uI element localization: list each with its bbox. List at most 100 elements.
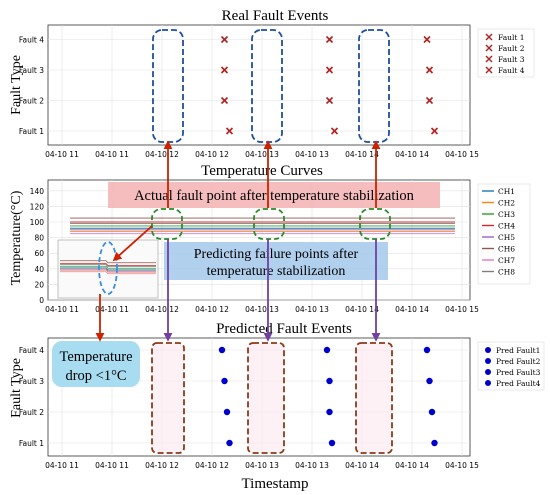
- real-legend-marker: [485, 66, 493, 74]
- temp-x-tick-label: 04-10 11: [95, 305, 129, 314]
- temp-y-tick-label: 20: [34, 280, 44, 289]
- real-x-tick-label: 04-10 14: [345, 150, 379, 159]
- predict-box: [164, 242, 388, 280]
- pred-highlight-boxes: [151, 342, 393, 454]
- temp-x-tick-label: 04-10 14: [395, 305, 429, 314]
- pred-x-tick-label: 04-10 14: [345, 461, 379, 470]
- inset-series-line: [60, 260, 156, 264]
- pred-dashed-box: [355, 342, 393, 454]
- temp-legend-label: CH6: [498, 245, 515, 254]
- green-box-3: [359, 208, 391, 240]
- pred-y-tick-label: Fault 1: [19, 439, 44, 448]
- real-x-marker-stroke: [220, 66, 229, 74]
- actual-fault-text: Actual fault point after temperature sta…: [134, 188, 415, 204]
- inset-zoom: [57, 239, 159, 299]
- real-x-marker: [220, 35, 229, 44]
- pred-dot-marker: [221, 377, 228, 385]
- temp-legend-label: CH2: [498, 199, 515, 208]
- real-x-marker-stroke: [423, 35, 431, 44]
- real-legend-entry: Fault 4: [485, 66, 525, 75]
- pred-legend-entry: Pred Fault3: [485, 368, 541, 377]
- real-x-tick-label: 04-10 12: [145, 150, 179, 159]
- pred-legend-label: Pred Fault4: [496, 379, 541, 388]
- real-x-tick-label: 04-10 13: [245, 150, 279, 159]
- temp-legend-label: CH8: [498, 268, 515, 277]
- pred-legend-marker: [485, 358, 491, 364]
- temp-legend-label: CH7: [498, 256, 515, 265]
- real-legend-entry: Fault 1: [485, 33, 525, 42]
- pred-dashed-box: [247, 342, 285, 454]
- pred-title: Predicted Fault Events: [216, 321, 352, 337]
- real-legend-label: Fault 1: [498, 33, 525, 42]
- pred-dot-marker: [218, 346, 226, 354]
- temp-legend-label: CH3: [498, 210, 515, 219]
- temp-x-tick-label: 04-10 11: [45, 305, 79, 314]
- real-legend: Fault 1 Fault 2 Fault 3 Fault 4: [477, 28, 535, 78]
- green-box-2: [253, 208, 285, 240]
- temp-x-tick-label: 04-10 13: [295, 305, 329, 314]
- temp-legend-entry: CH8: [482, 268, 515, 277]
- real-x-marker: [425, 66, 434, 74]
- temp-legend-entry: CH1: [482, 187, 515, 196]
- pred-legend-label: Pred Fault2: [496, 357, 541, 366]
- red-arrow-inset: [112, 225, 153, 262]
- temp-series-lines: [70, 217, 455, 235]
- predict-text-1: Predicting failure points after: [194, 247, 359, 262]
- real-x-marker-stroke: [325, 96, 334, 105]
- temp-x-tick-label: 04-10 14: [345, 305, 379, 314]
- temp-y-tick-label: 0: [39, 296, 44, 305]
- pred-y-tick-label: Fault 2: [19, 408, 44, 417]
- pred-y-tick-label: Fault 3: [19, 377, 44, 386]
- temp-ylabel: Temperature(°C): [9, 190, 24, 285]
- pred-x-tick-label: 04-10 13: [245, 461, 279, 470]
- real-legend-label: Fault 2: [498, 44, 525, 53]
- real-legend-marker: [485, 44, 493, 52]
- real-x-marker: [325, 96, 334, 105]
- temp-legend-label: CH5: [498, 233, 515, 242]
- pred-dot-marker: [223, 408, 231, 416]
- pred-dot-marker: [431, 439, 438, 447]
- inset-series-line: [60, 268, 156, 272]
- real-x-marker-stroke: [225, 127, 234, 135]
- temp-y-tick-label: 80: [34, 234, 44, 243]
- real-plot-area: [47, 24, 471, 146]
- pred-dot-marker: [326, 377, 333, 385]
- green-box-1: [151, 208, 183, 240]
- pred-x-tick-label: 04-10 14: [395, 461, 429, 470]
- real-legend-marker: [485, 55, 493, 63]
- real-x-marker: [425, 96, 434, 105]
- real-x-marker-stroke: [325, 66, 334, 74]
- pred-x-tick-label: 04-10 15: [445, 461, 479, 470]
- real-x-marker: [220, 66, 229, 74]
- real-dashed-box: [152, 29, 184, 143]
- inset-series-line: [60, 271, 156, 275]
- real-gridlines: [48, 25, 470, 145]
- real-dashed-box: [358, 29, 390, 143]
- inset-highlight-ellipse: [98, 241, 118, 295]
- pred-dot-marker: [323, 346, 331, 354]
- pred-legend-marker: [485, 380, 491, 386]
- real-fault-panel: Real Fault Events Fault Type Fault 1Faul…: [9, 8, 535, 159]
- real-x-marker: [225, 127, 234, 135]
- inset-series-line: [60, 265, 156, 269]
- real-y-tick-label: Fault 2: [19, 97, 44, 106]
- real-legend-entry: Fault 2: [485, 44, 525, 53]
- pred-ylabel: Fault Type: [9, 358, 24, 418]
- predict-text-2: temperature stabilization: [207, 264, 346, 279]
- pred-legend-entry: Pred Fault4: [485, 379, 541, 388]
- real-legend-entry: Fault 3: [485, 55, 525, 64]
- actual-fault-box: [108, 182, 440, 208]
- temp-drop-text-2: drop <1°C: [65, 368, 126, 384]
- real-x-marker: [430, 127, 439, 135]
- real-markers: [220, 35, 439, 135]
- temp-legend-label: CH4: [498, 222, 515, 231]
- real-y-tick-label: Fault 4: [19, 36, 44, 45]
- real-x-marker-stroke: [325, 35, 334, 44]
- temp-y-tick-label: 60: [34, 249, 44, 258]
